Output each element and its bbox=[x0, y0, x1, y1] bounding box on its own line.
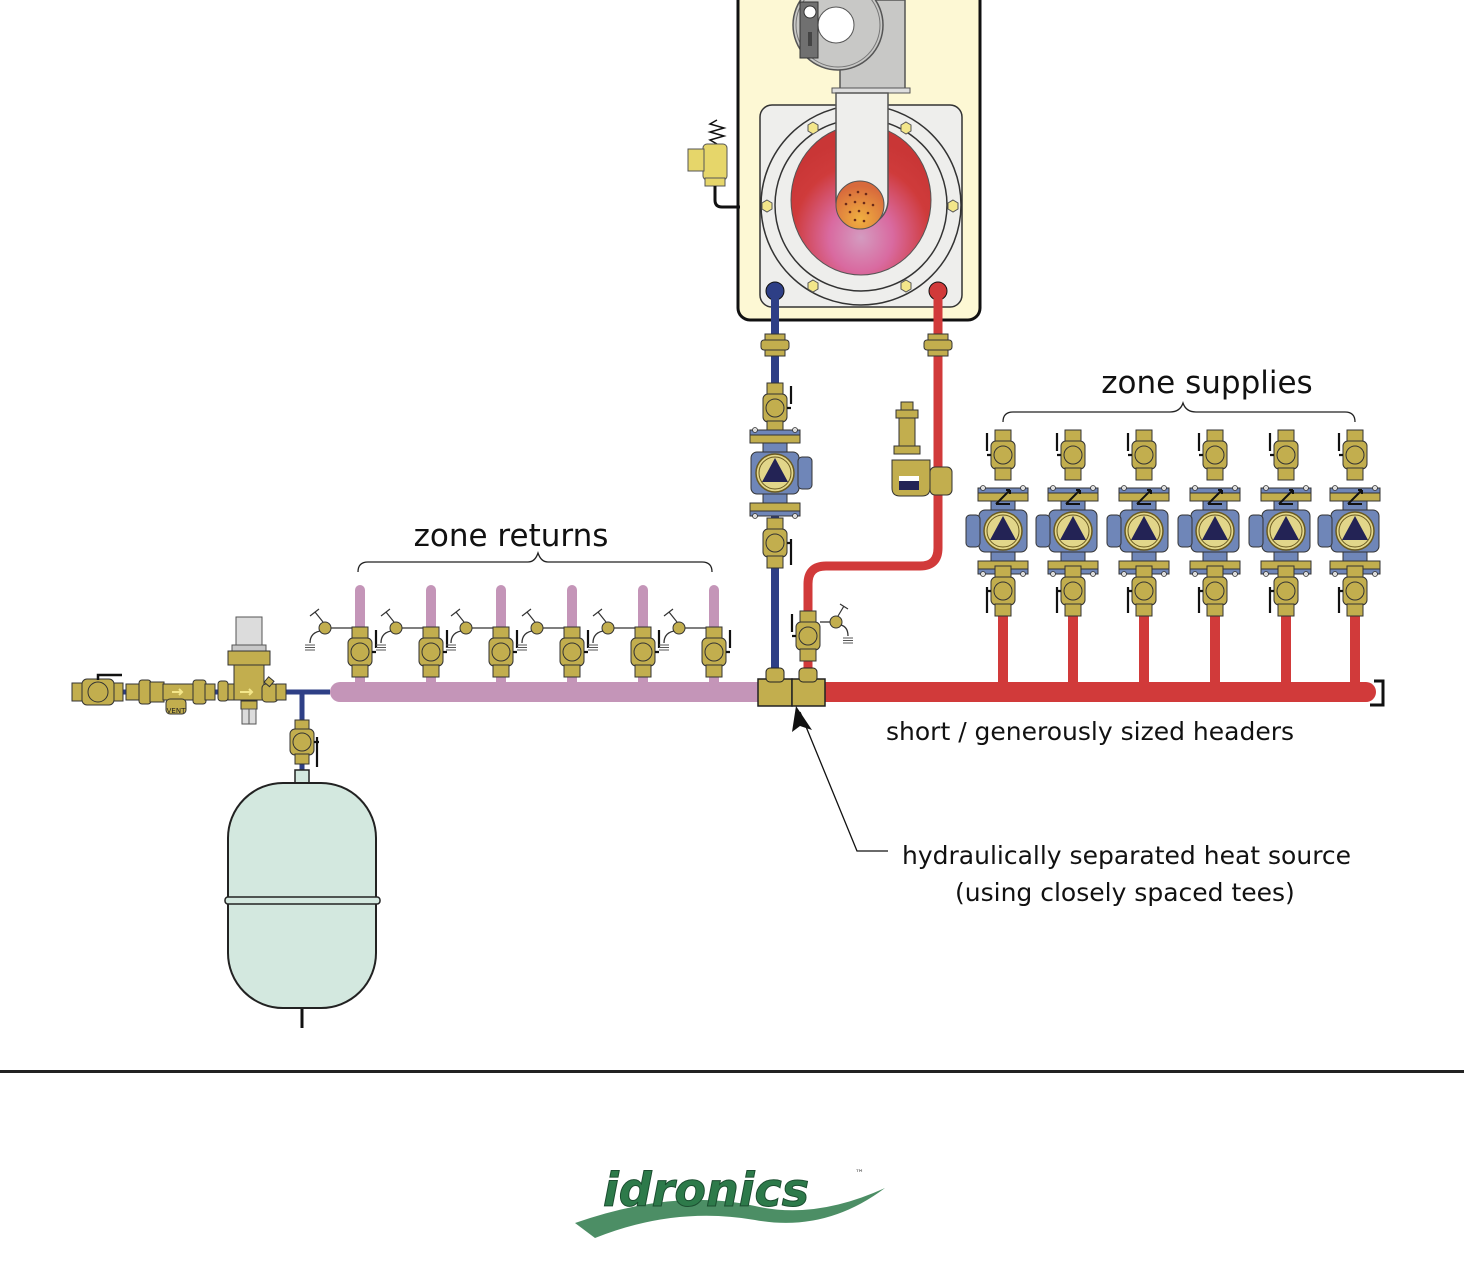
separation-note-line2: (using closely spaced tees) bbox=[955, 878, 1295, 907]
headers-note: short / generously sized headers bbox=[886, 717, 1294, 746]
flow-check-icon bbox=[1065, 489, 1081, 505]
zone-return-valve-set bbox=[588, 608, 661, 678]
idronics-logo: idronics ™ bbox=[575, 1163, 885, 1238]
ball-valve bbox=[559, 626, 590, 678]
circulator-pump bbox=[1106, 485, 1170, 577]
circulator-pump bbox=[1248, 485, 1312, 577]
ball-valve bbox=[1055, 429, 1086, 481]
boiler-door-bolts bbox=[761, 121, 959, 293]
circulator-pump bbox=[1177, 485, 1241, 577]
expansion-tank bbox=[224, 769, 381, 1009]
flow-check-icon bbox=[1136, 489, 1152, 505]
footer-divider bbox=[0, 1070, 1464, 1073]
zone-returns-label-group: zone returns bbox=[357, 518, 713, 573]
flow-check-icon bbox=[1278, 489, 1294, 505]
zone-circulator-set bbox=[1317, 429, 1381, 617]
pressure-reducing-valve bbox=[217, 616, 287, 725]
ball-valve bbox=[985, 429, 1016, 481]
ball-valve bbox=[1337, 565, 1368, 617]
boiler bbox=[736, 0, 982, 322]
expansion-tank-valve bbox=[289, 719, 319, 767]
air-separator bbox=[891, 401, 953, 497]
flow-check-icon bbox=[1207, 489, 1223, 505]
zone-return-valve-set bbox=[305, 608, 378, 678]
zone-supplies-brace bbox=[1002, 400, 1356, 423]
circulator-pump bbox=[965, 485, 1029, 577]
ball-valve bbox=[488, 626, 519, 678]
ball-valve bbox=[985, 565, 1016, 617]
zone-return-valve-set bbox=[446, 608, 519, 678]
purge-valve bbox=[790, 603, 853, 662]
ball-valve bbox=[1337, 429, 1368, 481]
ball-valve bbox=[1268, 429, 1299, 481]
zone-returns-label: zone returns bbox=[414, 518, 609, 554]
zone-circulator-set bbox=[1035, 429, 1099, 617]
circulator-pump bbox=[749, 427, 813, 519]
circulator-pump bbox=[1035, 485, 1099, 577]
circulator-pump bbox=[1317, 485, 1381, 577]
separation-note-line1: hydraulically separated heat source bbox=[902, 841, 1351, 870]
ball-valve bbox=[347, 626, 378, 678]
feed-water-assembly: VENT bbox=[71, 616, 319, 767]
backflow-preventer: VENT bbox=[125, 679, 216, 715]
logo-text: idronics bbox=[603, 1163, 809, 1217]
ball-valve bbox=[790, 610, 821, 662]
zone-supply-branches bbox=[998, 600, 1360, 688]
closely-spaced-tees bbox=[757, 667, 826, 707]
ball-valve bbox=[1197, 565, 1228, 617]
zone-return-valve-set bbox=[376, 608, 449, 678]
zone-circulators bbox=[965, 429, 1381, 617]
logo-trademark: ™ bbox=[855, 1169, 864, 1179]
zone-return-valve-set bbox=[659, 608, 732, 678]
boiler-circulator bbox=[749, 382, 813, 569]
zone-circulator-set bbox=[1177, 429, 1241, 617]
zone-return-branches bbox=[355, 585, 719, 690]
ball-valve bbox=[762, 517, 793, 569]
zone-supplies-label: zone supplies bbox=[1101, 365, 1312, 401]
vent-tag: VENT bbox=[167, 707, 186, 715]
ball-valve bbox=[1126, 565, 1157, 617]
zone-circulator-set bbox=[1248, 429, 1312, 617]
relief-valve bbox=[687, 119, 740, 209]
separation-leader-arrow bbox=[792, 706, 888, 852]
boiler-supply-purge-valve bbox=[790, 603, 853, 662]
ball-valve bbox=[1126, 429, 1157, 481]
ball-valve bbox=[1197, 429, 1228, 481]
zone-circulator-set bbox=[965, 429, 1029, 617]
ball-valve bbox=[1055, 565, 1086, 617]
zone-returns-brace bbox=[357, 550, 713, 573]
ball-valve bbox=[630, 626, 661, 678]
zone-return-valves bbox=[305, 608, 732, 678]
ball-valve bbox=[418, 626, 449, 678]
flow-check-icon bbox=[1347, 489, 1363, 505]
burner bbox=[792, 0, 911, 230]
boiler-unions bbox=[760, 333, 953, 357]
zone-return-valve-set bbox=[517, 608, 590, 678]
flow-check-icon bbox=[995, 489, 1011, 505]
ball-valve bbox=[1268, 565, 1299, 617]
ball-valve bbox=[762, 382, 793, 434]
ball-valve bbox=[701, 626, 732, 678]
zone-circulator-set bbox=[1106, 429, 1170, 617]
zone-supplies-label-group: zone supplies bbox=[1002, 365, 1356, 423]
